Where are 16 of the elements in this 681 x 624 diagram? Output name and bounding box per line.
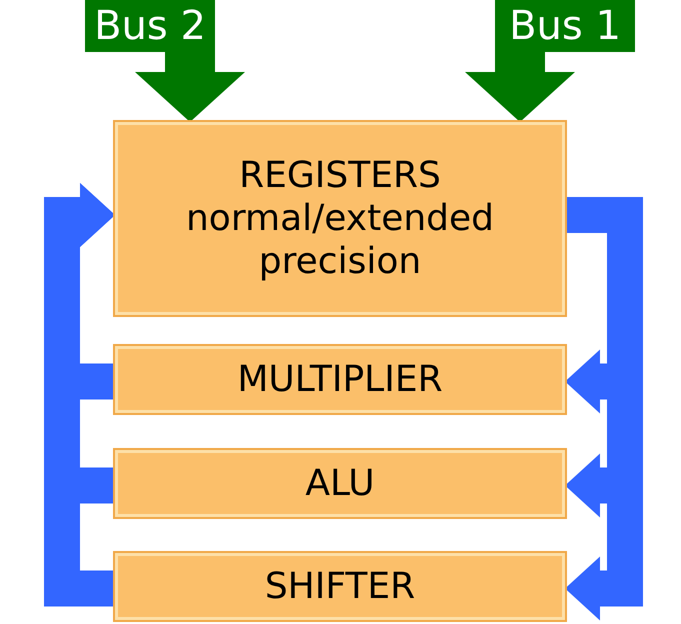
bus-label-box — [85, 0, 215, 52]
unit-box — [115, 122, 565, 315]
unit-title: REGISTERS — [239, 154, 441, 197]
bus-label-box — [495, 0, 635, 52]
bus-label: Bus 2 — [94, 3, 206, 49]
unit-subtitle: normal/extended precision — [184, 196, 496, 284]
arrow — [465, 52, 575, 122]
unit-title: SHIFTER — [264, 564, 416, 608]
arrow — [44, 183, 115, 606]
unit-box — [115, 553, 565, 620]
unit-title: MULTIPLIER — [237, 358, 443, 402]
bus-label: Bus 1 — [509, 3, 621, 49]
unit-box — [115, 450, 565, 517]
unit-title: ALU — [305, 462, 375, 506]
unit-box — [115, 346, 565, 413]
arrow — [135, 52, 245, 122]
